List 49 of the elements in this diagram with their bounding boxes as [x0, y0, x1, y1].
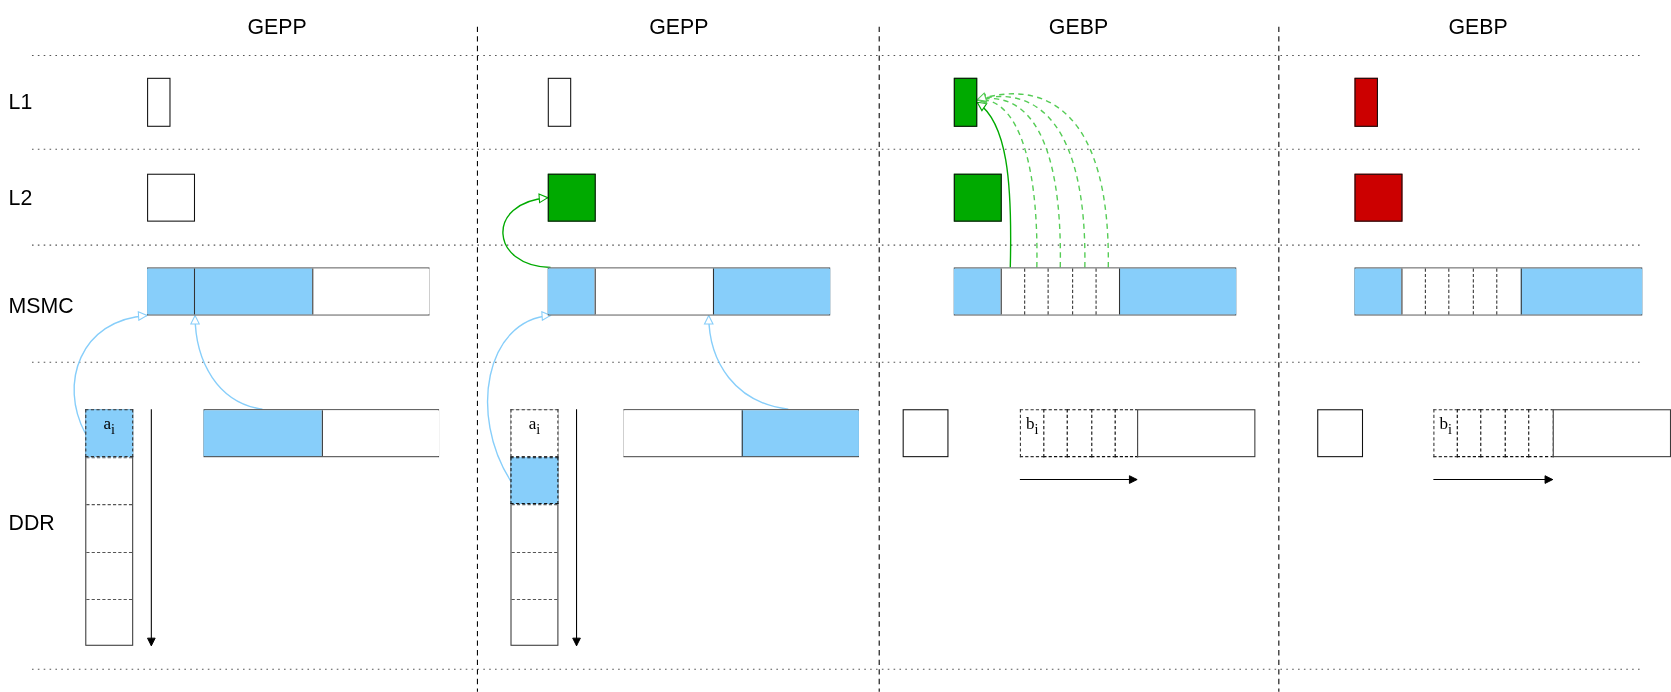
cache-block — [147, 173, 195, 222]
cell-label: b$_{i}$ — [1025, 414, 1039, 439]
matrix-cell — [1433, 409, 1458, 458]
row-label: L1 — [8, 88, 33, 115]
matrix-block — [902, 409, 949, 458]
matrix-cell — [1066, 409, 1093, 458]
matrix-cell — [1528, 409, 1554, 458]
cache-block — [147, 77, 171, 127]
row-label: MSMC — [8, 293, 74, 319]
cache-block — [1354, 77, 1378, 127]
arrow — [976, 101, 1012, 269]
arrow — [976, 93, 1109, 269]
cache-block — [953, 77, 978, 127]
cache-block — [547, 77, 572, 127]
cell-label: a$_{i}$ — [103, 414, 115, 439]
matrix-cell — [1091, 409, 1116, 458]
memory-bar — [203, 409, 440, 458]
column-heading: GEPP — [649, 13, 709, 40]
matrix-cell — [1019, 409, 1045, 458]
matrix-cell — [85, 409, 134, 458]
arrow — [73, 311, 148, 434]
arrow — [487, 312, 552, 482]
memory-bar — [623, 409, 859, 458]
memory-bar — [547, 267, 831, 316]
matrix-cell — [1456, 409, 1482, 458]
matrix-cell — [510, 457, 559, 505]
matrix-block — [1552, 409, 1671, 458]
row-label: L2 — [8, 184, 33, 210]
matrix-cell — [1043, 409, 1068, 458]
matrix-cell — [1480, 409, 1506, 458]
column-heading: GEPP — [247, 13, 307, 40]
memory-bar — [147, 267, 430, 316]
cell-label: b$_{i}$ — [1439, 414, 1452, 439]
matrix-cell — [510, 409, 559, 458]
cache-block — [547, 173, 596, 222]
row-label: DDR — [8, 509, 55, 535]
memory-bar — [953, 267, 1237, 316]
matrix-cell — [1114, 409, 1139, 458]
cache-block — [1354, 173, 1403, 222]
column-heading: GEBP — [1448, 13, 1508, 40]
column-heading: GEBP — [1048, 13, 1109, 40]
matrix-cell — [1504, 409, 1530, 458]
matrix-block — [1317, 409, 1364, 458]
cell-label: a$_{i}$ — [528, 414, 541, 439]
matrix-column — [510, 409, 559, 646]
cache-block — [953, 173, 1002, 222]
matrix-column — [85, 409, 134, 646]
memory-bar — [1354, 267, 1643, 316]
matrix-block — [1137, 409, 1256, 458]
